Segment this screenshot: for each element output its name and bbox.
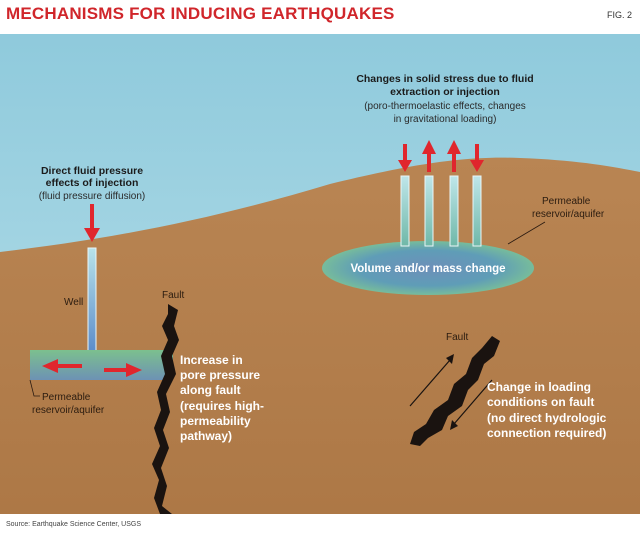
pore-pressure-line-4: (requires high- (180, 399, 264, 413)
loading-line-1: Change in loading (487, 380, 591, 394)
lateral-arrow-right (104, 363, 142, 377)
fault-motion-arrow-up (409, 354, 454, 407)
diagram-canvas: Direct fluid pressure effects of injecti… (0, 34, 640, 514)
stress-title-line-1: Changes in solid stress due to fluid (356, 73, 533, 85)
stress-arrow-up-2 (447, 140, 461, 172)
injection-arrow (84, 204, 100, 242)
right-reservoir (322, 241, 534, 295)
loading-line-3: (no direct hydrologic (487, 411, 607, 425)
extraction-tubes (400, 175, 482, 247)
stress-subtitle-line-2: in gravitational loading) (394, 114, 497, 125)
diagram-panel: Direct fluid pressure effects of injecti… (0, 34, 640, 514)
pore-pressure-line-5: permeability (180, 414, 251, 428)
well-pipe (87, 247, 97, 367)
stress-arrow-up-1 (422, 140, 436, 172)
right-permeable-leader (507, 221, 546, 245)
source-credit: Source: Earthquake Science Center, USGS (6, 521, 142, 528)
pore-pressure-line-2: pore pressure (180, 368, 260, 382)
stress-arrow-down-1 (398, 144, 412, 172)
stress-title-line-2: extraction or injection (390, 86, 500, 98)
injection-title-line-2: effects of injection (46, 177, 139, 189)
right-permeable-label-line-2: reservoir/aquifer (532, 209, 605, 220)
left-permeable-label-line-1: Permeable (42, 392, 91, 403)
stress-arrow-down-2 (470, 144, 484, 172)
right-fault-label: Fault (446, 332, 468, 343)
loading-line-4: connection required) (487, 426, 606, 440)
right-permeable-label-line-1: Permeable (542, 196, 591, 207)
lateral-arrow-left (42, 359, 82, 373)
pore-pressure-line-6: pathway) (180, 429, 232, 443)
left-permeable-label-line-2: reservoir/aquifer (32, 405, 105, 416)
left-permeable-leader (29, 379, 40, 397)
well-label: Well (64, 297, 83, 308)
pore-pressure-line-1: Increase in (180, 353, 243, 367)
right-fault (410, 336, 500, 446)
left-fault (152, 304, 179, 514)
injection-subtitle: (fluid pressure diffusion) (39, 191, 146, 202)
diagram-title: MECHANISMS FOR INDUCING EARTHQUAKES (6, 4, 395, 23)
left-fault-label: Fault (162, 290, 184, 301)
injection-title-line-1: Direct fluid pressure (41, 165, 143, 177)
pore-pressure-line-3: along fault (180, 383, 241, 397)
loading-line-2: conditions on fault (487, 395, 594, 409)
figure-number: FIG. 2 (606, 10, 632, 20)
fault-motion-arrow-down (450, 379, 493, 430)
volume-change-label: Volume and/or mass change (350, 263, 505, 275)
stress-subtitle-line-1: (poro-thermoelastic effects, changes (364, 101, 526, 112)
